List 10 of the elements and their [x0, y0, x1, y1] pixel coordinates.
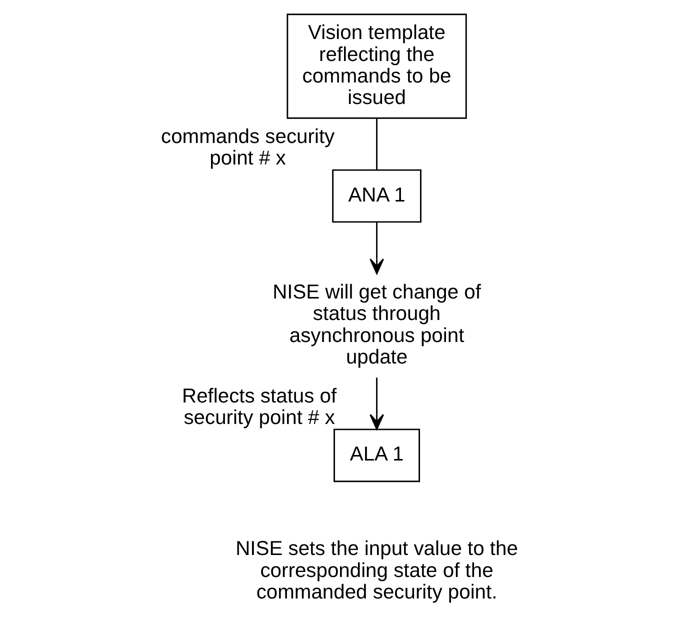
arrow: [369, 378, 384, 430]
node-box: ALA 1: [333, 428, 420, 482]
node-box: ANA 1: [332, 169, 421, 223]
node-label: commands security point # x: [160, 126, 334, 170]
node-text: NISE will get change of status through asynchronous point update: [272, 282, 480, 368]
node-label: Reflects status of security point # x: [182, 385, 336, 429]
node-box: Vision template reflecting the commands to be issued: [286, 14, 466, 119]
connector: [376, 118, 378, 170]
arrow: [369, 222, 384, 274]
label: NISE sets the input value to the corresponding state of the commanded security point.: [235, 538, 518, 604]
